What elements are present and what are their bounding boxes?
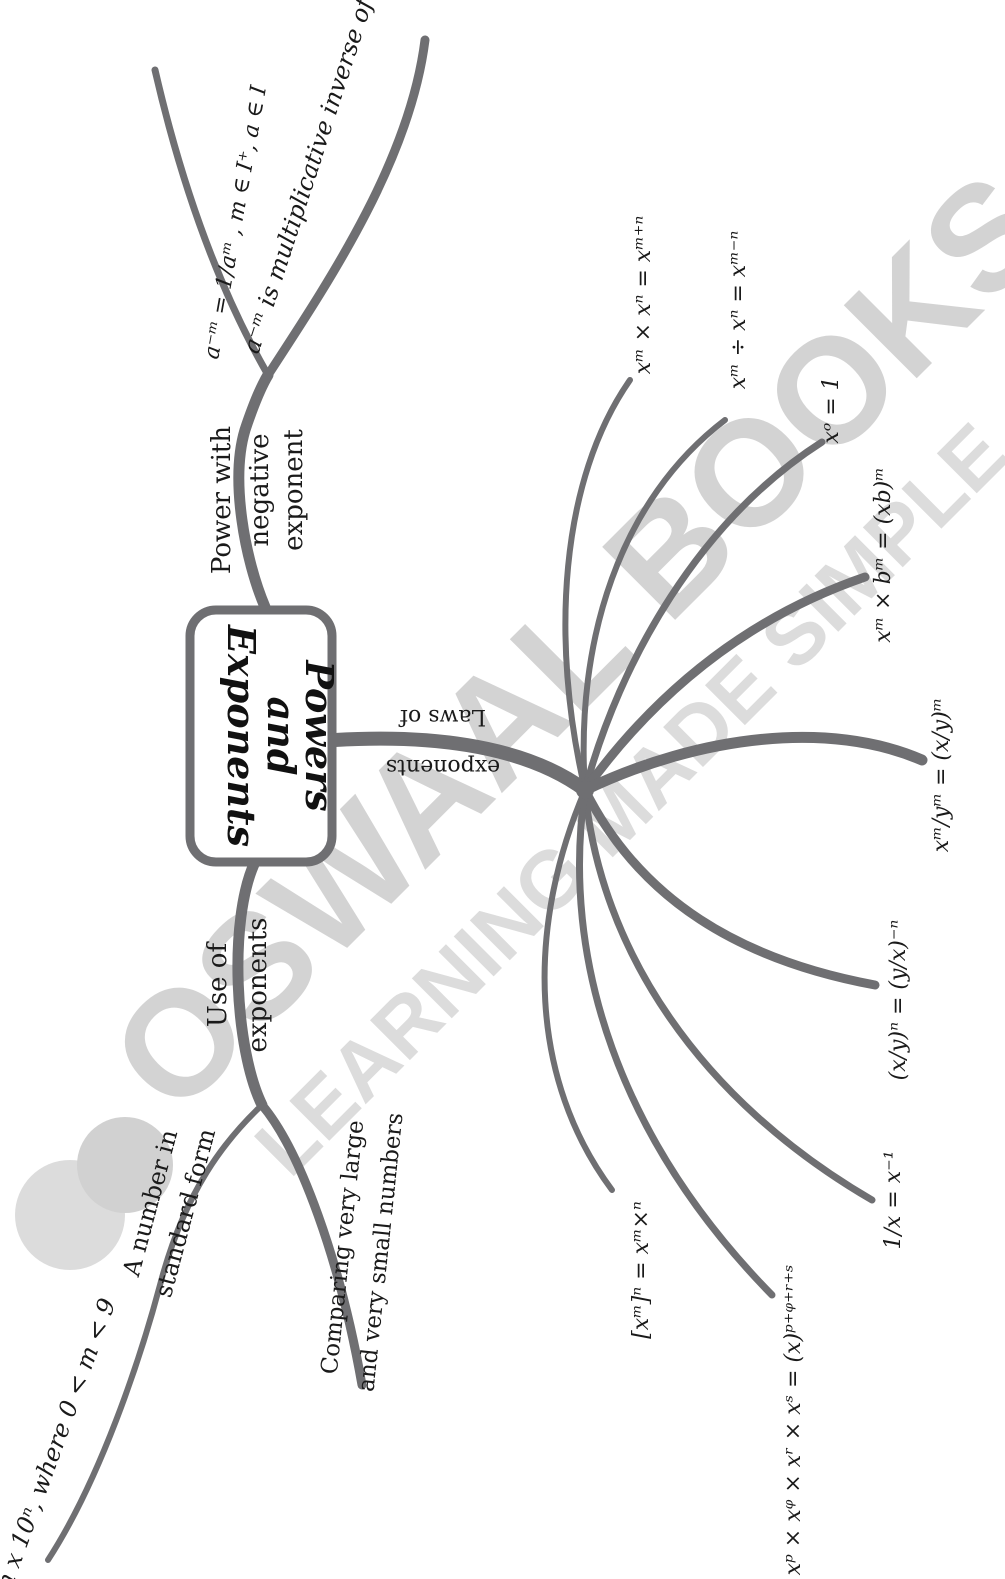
law-branch-3: [581, 438, 826, 794]
law-formula-5: xᵐ/yᵐ = (x/y)ᵐ: [929, 698, 954, 853]
watermark: OSWAAL BOOKS LEARNING MADE SIMPLE: [15, 142, 1005, 1270]
laws-hub: [576, 781, 594, 799]
law-formula-4: xᵐ × bᵐ = (xb)ᵐ: [871, 467, 896, 642]
laws-sub-branches: [541, 377, 928, 1299]
center-title-line1: Exponents: [219, 624, 264, 847]
branch-use-of-exponents: [232, 856, 268, 1111]
law-formula-1: xᵐ × xⁿ = xᵐ⁺ⁿ: [631, 216, 656, 375]
branch-negative-formula2: [263, 35, 430, 380]
negative-exponent-labels: Power with negative exponent a⁻ᵐ = 1/aᵐ …: [199, 0, 389, 574]
use-label-line1: Use of: [203, 941, 233, 1028]
law-formula-7: 1/x = x⁻¹: [881, 1150, 906, 1249]
negative-label-line3: exponent: [279, 429, 309, 551]
law-branch-1: [562, 377, 633, 793]
center-title-line3: Powers: [297, 659, 342, 811]
laws-label-line1: Laws of: [398, 704, 486, 729]
center-node: Exponents and Powers: [185, 605, 342, 867]
law-formula-2: xᵐ ÷ xⁿ = xᵐ⁻ⁿ: [726, 231, 751, 390]
watermark-logo-circle-2: [77, 1117, 173, 1213]
law-branch-4: [580, 572, 870, 795]
law-branch-7: [581, 786, 876, 1204]
laws-formulas: xᵐ × xⁿ = xᵐ⁺ⁿ xᵐ ÷ xⁿ = xᵐ⁻ⁿ xᵒ = 1 xᵐ …: [629, 216, 954, 1576]
laws-label-line2: exponents: [386, 754, 500, 779]
branch-standard-form: [45, 1102, 265, 1563]
negative-label-line1: Power with: [207, 426, 237, 574]
law-branch-2: [580, 417, 728, 793]
negative-label-line2: negative: [245, 433, 275, 546]
branch-negative-exponent: [233, 369, 274, 613]
law-branch-8: [576, 786, 776, 1299]
center-box: [185, 605, 337, 867]
branch-comparing: [257, 1100, 367, 1390]
law-branch-5: [579, 731, 928, 796]
law-formula-3: xᵒ = 1: [819, 376, 844, 443]
branch-laws-of-exponents: [328, 731, 592, 797]
use-label-line2: exponents: [243, 917, 273, 1052]
law-formula-6: (x/y)ⁿ = (y/x)⁻ⁿ: [886, 920, 911, 1081]
laws-labels: Laws of exponents: [386, 704, 500, 779]
center-title-line2: and: [259, 697, 304, 776]
law-formula-8: xᵖ × xᵠ × xʳ × xˢ = (x)ᵖ⁺ᵠ⁺ʳ⁺ˢ: [781, 1265, 806, 1576]
law-branch-6: [580, 785, 880, 990]
branch-negative-formula1: [151, 66, 272, 379]
law-branch-9: [541, 787, 615, 1193]
law-formula-9: [xᵐ]ⁿ = xᵐ×ⁿ: [629, 1201, 654, 1339]
